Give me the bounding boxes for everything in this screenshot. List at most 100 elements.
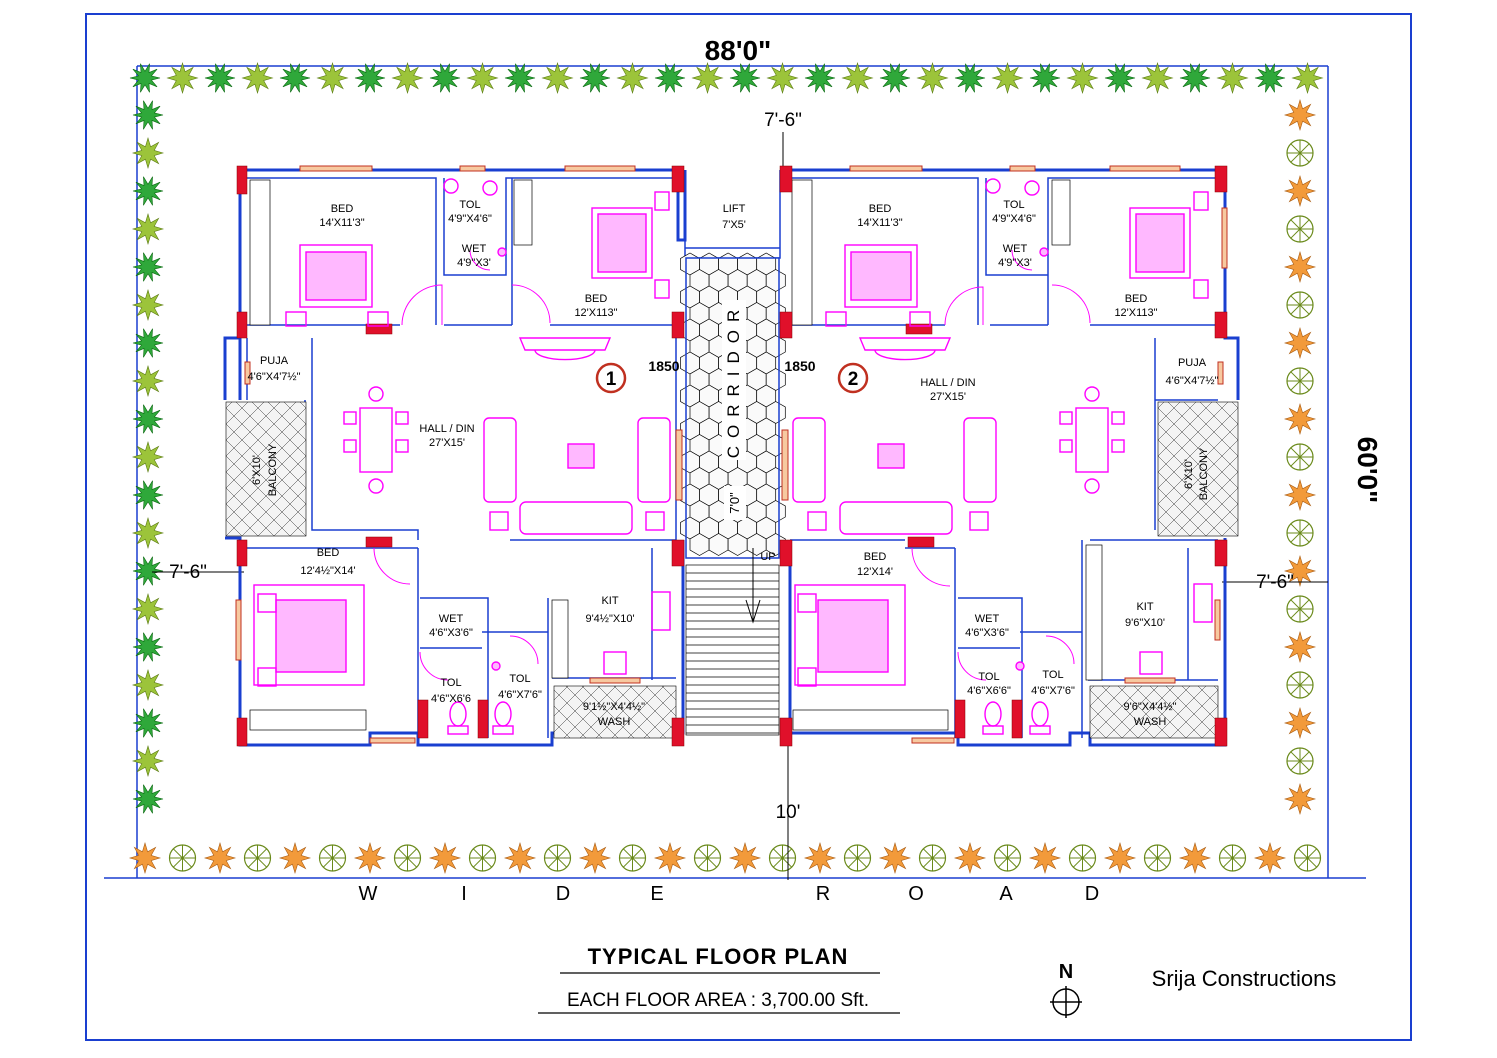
tree-icon xyxy=(132,100,164,130)
tree-icon xyxy=(204,63,236,93)
tree-icon xyxy=(1283,326,1317,360)
room-name: BED xyxy=(869,203,892,215)
road-letter: O xyxy=(908,883,924,905)
tree-icon xyxy=(429,63,461,93)
room-size: 4'6"X3'6" xyxy=(965,627,1009,639)
room-name: TOL xyxy=(1003,199,1024,211)
room-name: TOL xyxy=(459,199,480,211)
tree-icon xyxy=(1103,841,1137,875)
tree-icon xyxy=(241,61,274,95)
tree-icon xyxy=(1283,402,1317,436)
room-name: BALCONY xyxy=(1198,447,1210,500)
drawing-subtitle: EACH FLOOR AREA : 3,700.00 Sft. xyxy=(567,990,869,1011)
tree-icon xyxy=(468,844,497,872)
balcony-flat1 xyxy=(225,401,307,537)
tree-icon xyxy=(132,632,164,662)
tree-icon xyxy=(1286,443,1314,471)
tree-icon xyxy=(128,841,162,875)
tree-icon xyxy=(1216,61,1249,95)
tree-icon xyxy=(1283,174,1317,208)
tree-icon xyxy=(166,61,199,95)
tree-icon xyxy=(132,480,164,510)
tree-icon xyxy=(132,708,164,738)
room-size: 4'6"X7'6" xyxy=(1031,685,1075,697)
tree-icon xyxy=(1029,63,1061,93)
tree-icon xyxy=(918,844,947,872)
tree-icon xyxy=(131,744,165,778)
room-name: WASH xyxy=(598,716,631,728)
tree-icon xyxy=(131,212,165,246)
tree-icon xyxy=(131,668,165,702)
flat-number: 1 xyxy=(606,369,617,390)
tree-icon xyxy=(1283,782,1317,816)
room-size: 9'1½"X4'4½" xyxy=(583,701,645,713)
room-size: 4'9"X4'6" xyxy=(448,213,492,225)
flat-area: 1850 xyxy=(784,358,815,374)
tree-icon xyxy=(391,61,424,95)
room-name: WET xyxy=(462,243,487,255)
room-size: 4'6"X4'7½" xyxy=(1166,375,1219,387)
room-name: BED xyxy=(331,203,354,215)
tree-icon xyxy=(318,844,347,872)
tree-icon xyxy=(878,841,912,875)
tree-icon xyxy=(1286,291,1314,319)
room-name: PUJA xyxy=(1178,357,1207,369)
north-arrow-icon: N xyxy=(1050,961,1082,1018)
room-size: 4'9"X3' xyxy=(998,257,1032,269)
tree-icon xyxy=(393,844,422,872)
room-name: WASH xyxy=(1134,716,1167,728)
tree-icon xyxy=(1291,61,1324,95)
room-name: TOL xyxy=(978,671,999,683)
tree-icon xyxy=(1283,554,1317,588)
flat-number: 2 xyxy=(848,369,859,390)
tree-icon xyxy=(879,63,911,93)
room-size: 6'X10' xyxy=(251,455,263,485)
tree-icon xyxy=(131,364,165,398)
tree-icon xyxy=(132,252,164,282)
tree-icon xyxy=(1066,61,1099,95)
tree-icon xyxy=(1286,671,1314,699)
room-name: TOL xyxy=(1042,669,1063,681)
tree-icon xyxy=(279,63,311,93)
room-size: 4'6"X6'6 xyxy=(431,693,471,705)
room-size: 6'X10' xyxy=(1183,459,1195,489)
room-name: WET xyxy=(1003,243,1028,255)
tree-icon xyxy=(693,844,722,872)
tree-icon xyxy=(129,63,161,93)
tree-icon xyxy=(578,841,612,875)
road-letter: W xyxy=(359,883,378,905)
corridor-label: CORRIDOR xyxy=(724,302,743,459)
lift-name: LIFT xyxy=(723,203,746,215)
room-name: HALL / DIN xyxy=(920,377,975,389)
room-size: 4'6"X7'6" xyxy=(498,689,542,701)
tree-icon xyxy=(131,592,165,626)
tree-icon xyxy=(1283,98,1317,132)
furniture-flat1 xyxy=(253,178,671,735)
room-name: BED xyxy=(864,551,887,563)
room-name: TOL xyxy=(440,677,461,689)
tree-icon xyxy=(1293,844,1322,872)
tree-icon xyxy=(543,844,572,872)
road-letter: D xyxy=(556,883,570,905)
room-size: 4'9"X4'6" xyxy=(992,213,1036,225)
tree-icon xyxy=(729,63,761,93)
tree-icon xyxy=(1286,367,1314,395)
room-name: PUJA xyxy=(260,355,289,367)
room-size: 4'6"X4'7½" xyxy=(248,371,301,383)
tree-icon xyxy=(618,844,647,872)
tree-icon xyxy=(1286,215,1314,243)
tree-icon xyxy=(843,844,872,872)
tree-icon xyxy=(993,844,1022,872)
tree-icon xyxy=(168,844,197,872)
room-name: BED xyxy=(585,293,608,305)
drawing-title: TYPICAL FLOOR PLAN xyxy=(588,944,849,969)
tree-icon xyxy=(728,841,762,875)
tree-icon xyxy=(503,841,537,875)
plot-width-dimension: 88'0" xyxy=(705,35,772,66)
tree-icon xyxy=(1141,61,1174,95)
tree-icon xyxy=(954,63,986,93)
tree-icon xyxy=(1286,139,1314,167)
tree-icon xyxy=(131,288,165,322)
tree-icon xyxy=(1286,747,1314,775)
room-name: KIT xyxy=(1136,601,1153,613)
